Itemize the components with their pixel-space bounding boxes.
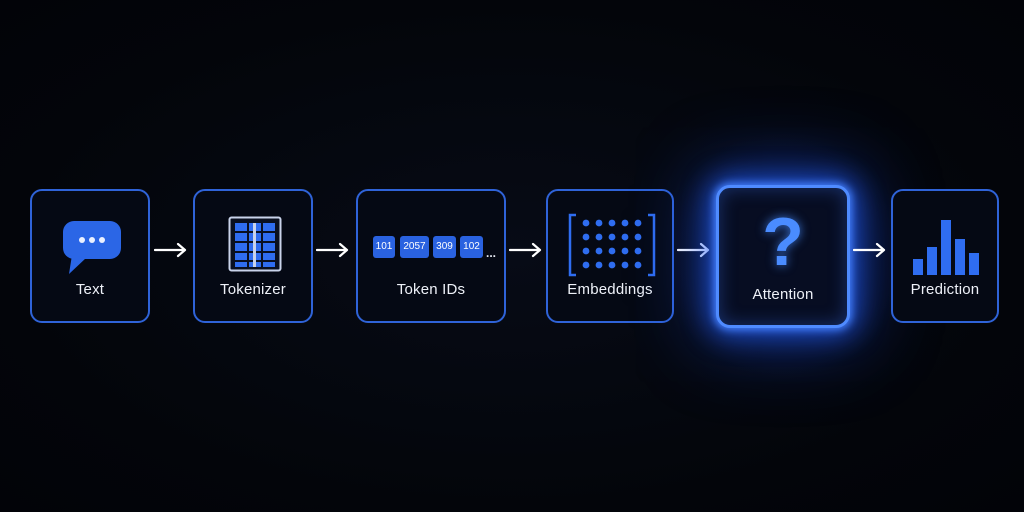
step-tokenizer-label: Tokenizer [220, 281, 286, 298]
step-tokenizer: Tokenizer [193, 189, 313, 323]
token-id-chip: 2057 [400, 236, 429, 258]
token-id-chip: 309 [433, 236, 456, 258]
dot-matrix-icon [568, 213, 656, 277]
chat-bubble-icon [63, 221, 121, 274]
token-id-chip: 102 [460, 236, 483, 258]
step-prediction-label: Prediction [910, 281, 980, 298]
step-attention: ? Attention [716, 185, 850, 328]
token-ellipsis: ... [486, 246, 497, 260]
arrow-right-icon [677, 242, 710, 258]
arrow-right-icon [316, 242, 349, 258]
step-embeddings-label: Embeddings [567, 281, 653, 298]
step-text-label: Text [75, 281, 105, 298]
step-attention-label: Attention [752, 286, 814, 303]
token-id-chip: 101 [373, 236, 395, 258]
question-mark-icon: ? [762, 204, 804, 280]
step-prediction: Prediction [891, 189, 999, 323]
bar-chart-icon [913, 220, 979, 275]
arrow-right-icon [509, 242, 542, 258]
step-token-ids-label: Token IDs [396, 281, 466, 298]
arrow-right-icon [853, 242, 886, 258]
grid-table-icon [228, 216, 282, 272]
step-embeddings: Embeddings [546, 189, 674, 323]
arrow-right-icon [154, 242, 187, 258]
step-text: Text [30, 189, 150, 323]
